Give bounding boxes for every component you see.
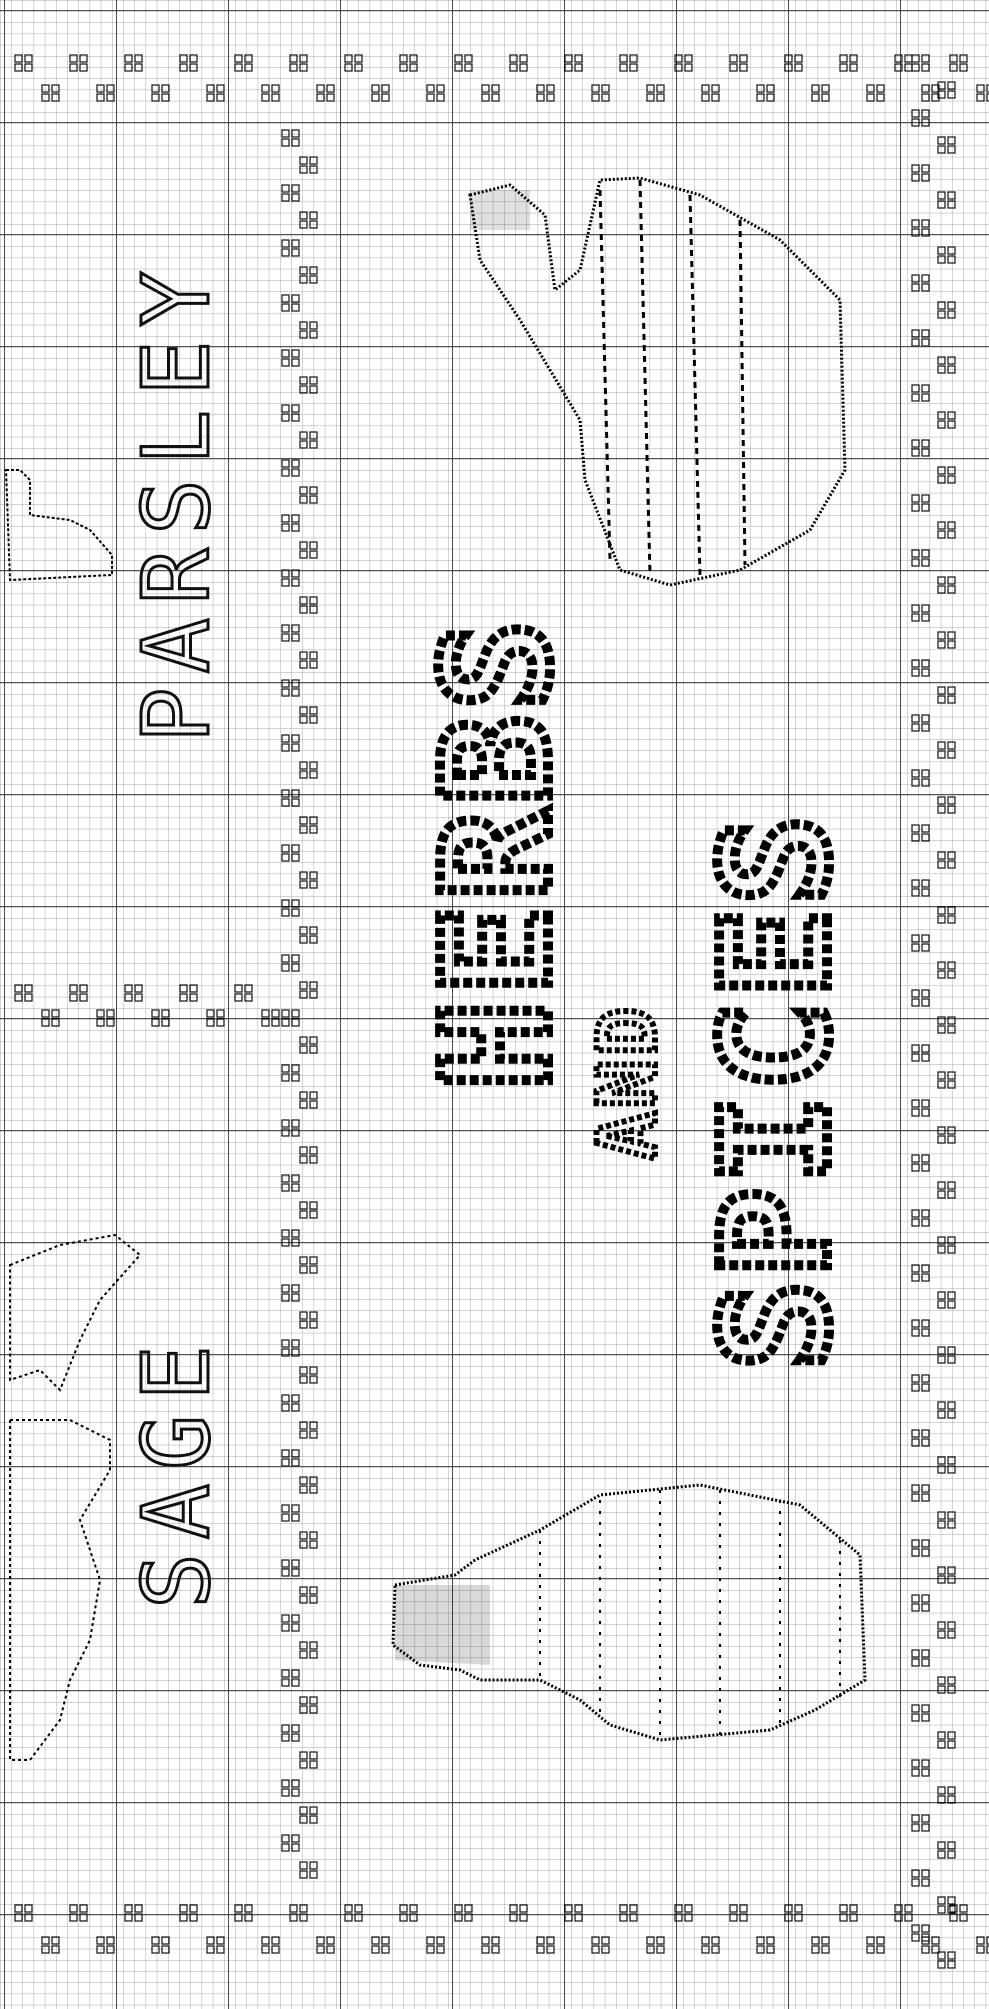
sage-label: SAGE (123, 1331, 230, 1609)
svg-text:SAGE: SAGE (123, 1331, 230, 1609)
svg-text:AND: AND (581, 1004, 674, 1161)
title-and: AND (581, 1004, 674, 1161)
parsley-label: PARSLEY (123, 257, 230, 743)
svg-text:PARSLEY: PARSLEY (123, 257, 230, 743)
svg-text:HERBS: HERBS (411, 614, 583, 1090)
title-herbs: HERBS (411, 614, 583, 1090)
svg-text:SPICES: SPICES (690, 811, 862, 1370)
title-spices: SPICES (690, 811, 862, 1370)
